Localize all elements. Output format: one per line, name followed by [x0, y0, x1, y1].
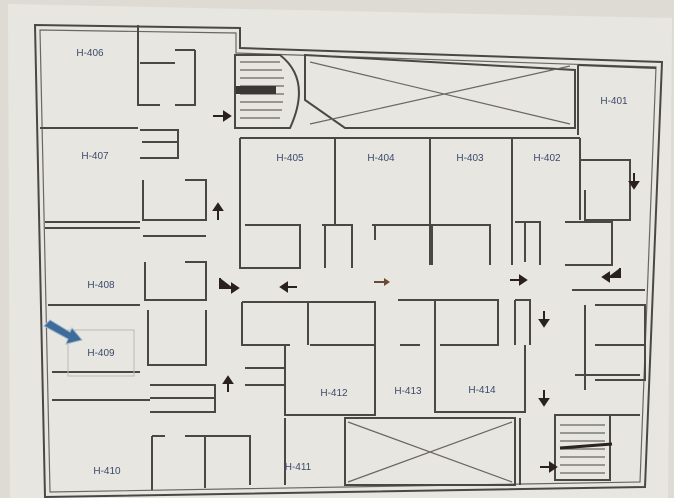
room-label-h403: H-403 [456, 153, 484, 164]
room-label-h405: H-405 [276, 153, 304, 164]
you-are-here-highlight [67, 329, 135, 377]
room-label-h413: H-413 [394, 386, 422, 397]
room-label-h410: H-410 [93, 466, 121, 477]
room-label-h408: H-408 [87, 280, 115, 291]
walls [33, 23, 664, 498]
room-label-h411: H-411 [285, 462, 312, 473]
room-label-h404: H-404 [367, 153, 395, 164]
room-label-h402: H-402 [533, 153, 561, 164]
room-label-h406: H-406 [76, 48, 104, 59]
arrow-up-icon [212, 202, 224, 220]
arrow-left-icon [279, 281, 297, 293]
arrow-right-icon [510, 274, 528, 286]
room-label-h401: H-401 [600, 96, 628, 107]
room-label-h412: H-412 [320, 388, 348, 399]
room-label-h409: H-409 [87, 348, 115, 359]
arrow-right-icon [213, 110, 232, 122]
you-are-here-arrow-icon [43, 319, 83, 345]
arrow-down-icon [538, 311, 550, 328]
arrow-down-icon [628, 173, 640, 190]
room-label-h414: H-414 [468, 385, 496, 396]
paper-sheet [8, 4, 672, 498]
arrow-up-icon [222, 375, 234, 392]
arrow-right-icon [374, 278, 390, 286]
room-label-h407: H-407 [81, 151, 109, 162]
arrow-turn-right-icon [219, 278, 240, 294]
arrow-return-left-icon [601, 268, 621, 283]
direction-arrows [212, 110, 640, 473]
room-labels: H-406 H-407 H-408 H-409 H-410 H-411 H-41… [76, 48, 628, 477]
arrow-down-icon [538, 390, 550, 407]
arrow-right-icon [540, 461, 558, 473]
